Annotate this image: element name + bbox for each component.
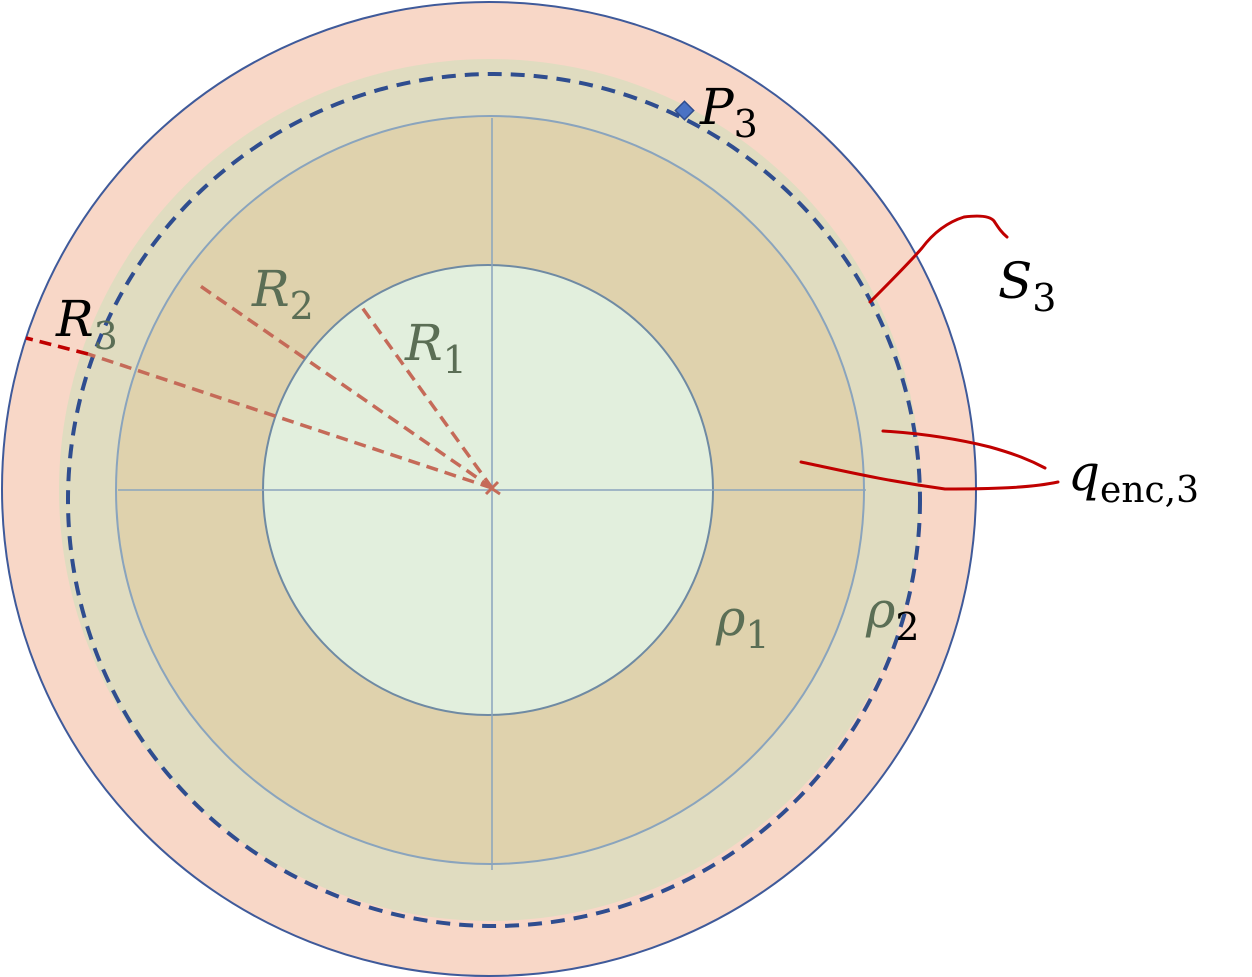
center-mark bbox=[481, 480, 501, 496]
radius-r2-line bbox=[195, 281, 493, 490]
label-p3: P3 bbox=[699, 78, 758, 146]
label-qenc3: qenc,3 bbox=[1068, 444, 1199, 511]
label-r1: R1 bbox=[404, 314, 467, 382]
gaussian-surface-s3 bbox=[66, 72, 922, 928]
label-rho2: ρ2 bbox=[865, 581, 920, 649]
point-p3-marker bbox=[674, 100, 695, 121]
s3-annotation-stroke bbox=[868, 214, 1009, 304]
label-rho1: ρ1 bbox=[715, 589, 770, 657]
radius-r3-extension bbox=[25, 336, 89, 356]
label-r2: R2 bbox=[251, 260, 314, 328]
label-s3: S3 bbox=[998, 252, 1056, 320]
radius-r3-line bbox=[87, 352, 493, 490]
label-r3: R3 bbox=[55, 290, 118, 358]
qenc-annotation-lower-stroke bbox=[799, 460, 1060, 491]
qenc-annotation-upper-stroke bbox=[881, 429, 1047, 470]
